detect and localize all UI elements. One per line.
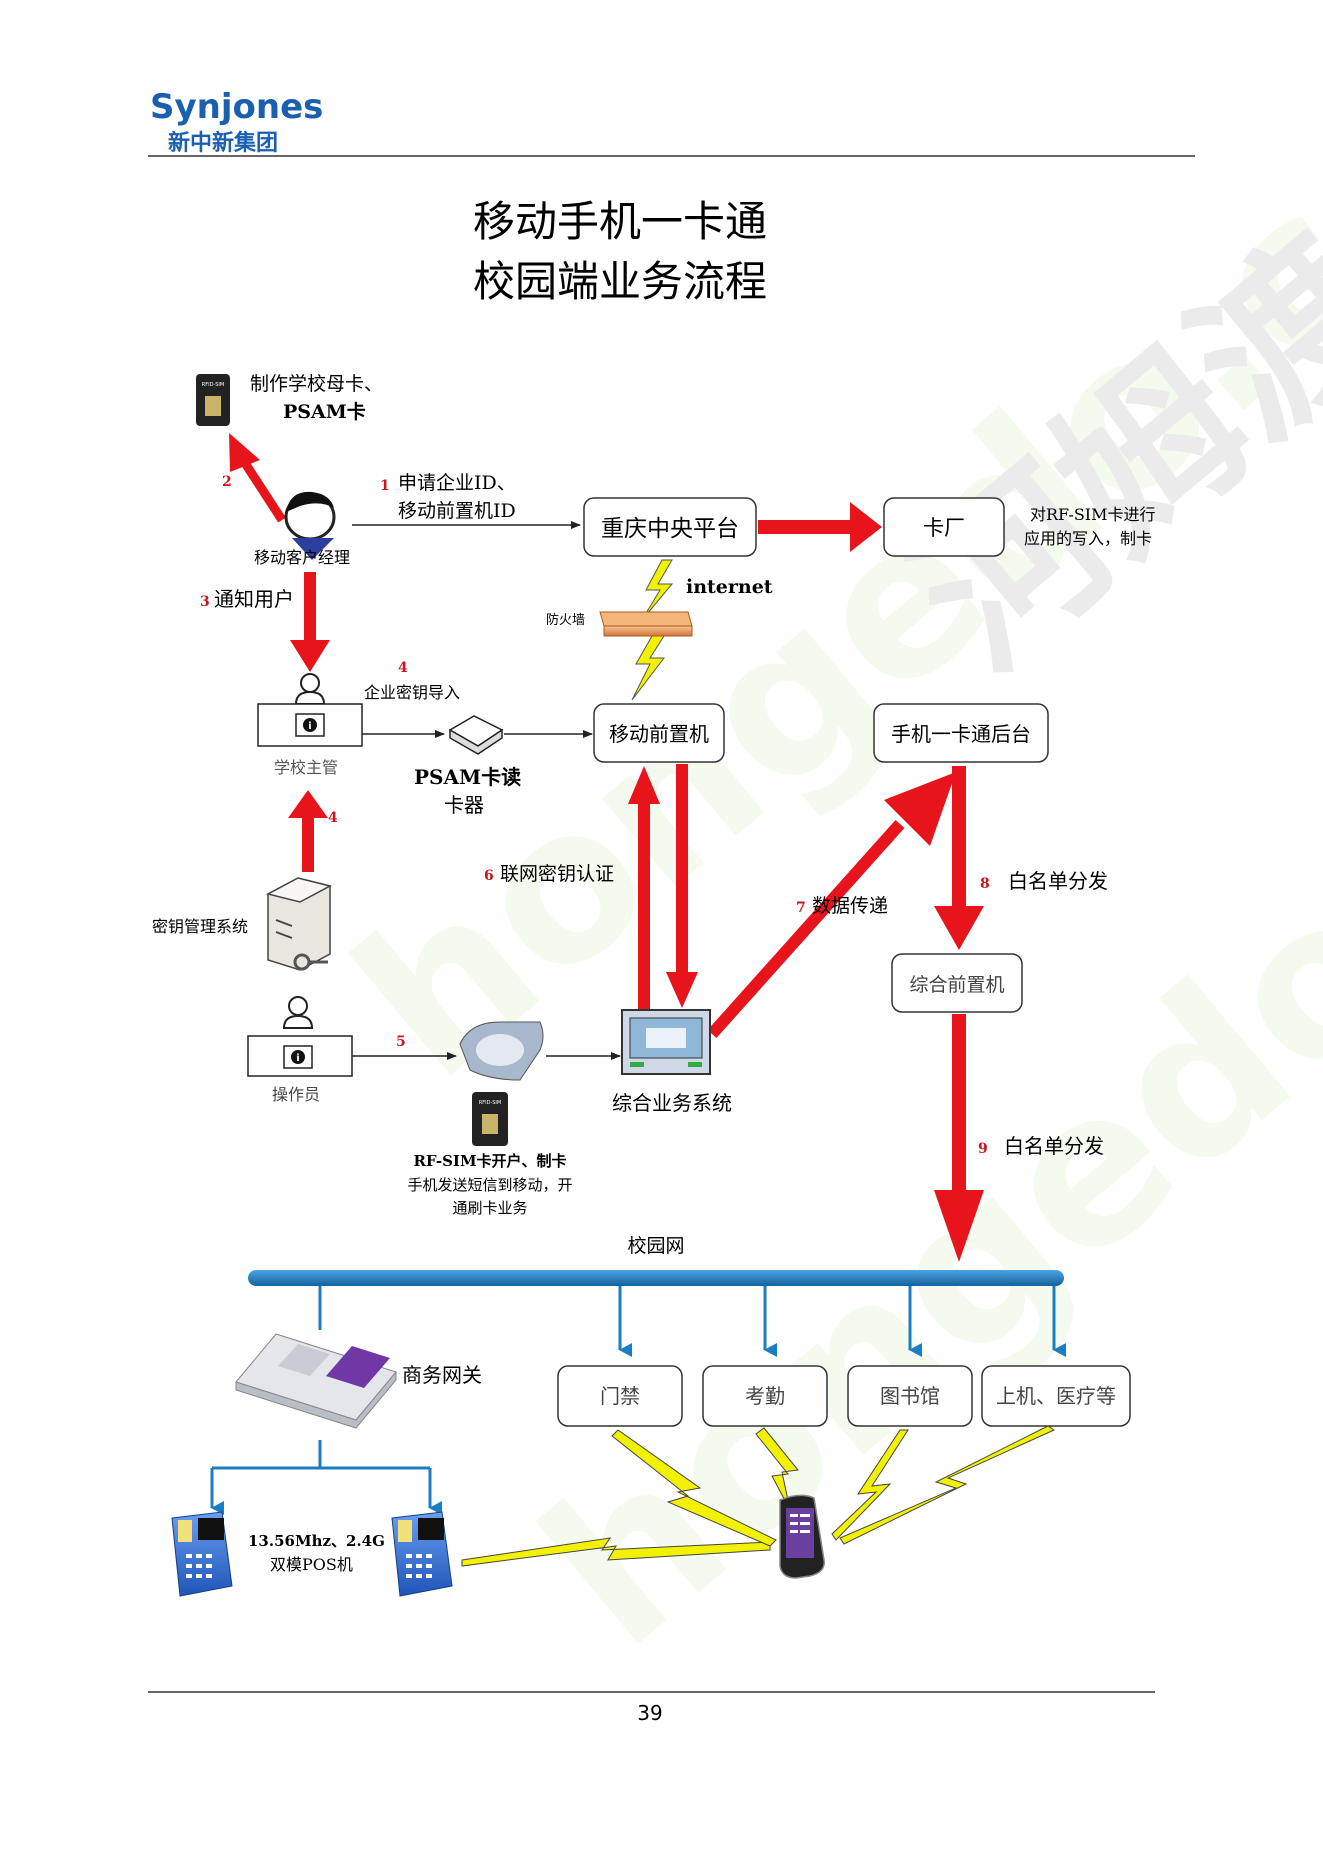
card-factory-note-1: 对RF-SIM卡进行	[1030, 505, 1156, 524]
pos-label-1: 13.56Mhz、2.4G	[248, 1532, 385, 1550]
svg-text:卡厂: 卡厂	[923, 516, 965, 540]
title-line1: 移动手机一卡通	[473, 197, 767, 246]
rfsim-label-3: 通刷卡业务	[452, 1199, 527, 1217]
step1-num: 1	[380, 478, 390, 494]
mobile-front-box: 移动前置机	[593, 703, 725, 763]
computer-medical-box: 上机、医疗等	[981, 1365, 1131, 1427]
arrow-to-card-factory	[758, 502, 882, 552]
step6-num: 6	[484, 868, 494, 884]
step4b-num: 4	[328, 810, 338, 826]
card-reader-icon	[459, 1021, 544, 1081]
step4a-label: 企业密钥导入	[364, 683, 460, 702]
step4a-num: 4	[398, 660, 408, 676]
firewall-label: 防火墙	[546, 612, 585, 628]
psam-reader-label-2: 卡器	[444, 793, 484, 817]
step2-num: 2	[222, 474, 232, 490]
pos-machine-right-icon	[391, 1511, 453, 1597]
gateway-icon	[235, 1333, 397, 1429]
psam-reader-icon	[448, 715, 504, 755]
pos-label-2: 双模POS机	[270, 1555, 353, 1574]
page-number: 39	[637, 1701, 662, 1725]
library-box: 图书馆	[847, 1365, 973, 1427]
svg-text:i: i	[308, 721, 311, 732]
svg-text:综合前置机: 综合前置机	[909, 974, 1004, 996]
wireless-bolts	[461, 1425, 1056, 1567]
svg-text:手机一卡通后台: 手机一卡通后台	[891, 722, 1031, 746]
bus-drops	[318, 1286, 1066, 1357]
make-card-label-1: 制作学校母卡、	[250, 373, 383, 395]
svg-text:RFID-SIM: RFID-SIM	[479, 1100, 501, 1106]
step3-label: 通知用户	[214, 587, 294, 611]
title-line2: 校园端业务流程	[473, 257, 767, 306]
arrow-step8	[934, 766, 984, 950]
pos-machine-left-icon	[171, 1511, 233, 1597]
operator-label: 操作员	[272, 1085, 320, 1104]
step1-label-2: 移动前置机ID	[398, 500, 516, 522]
arrow-step4b	[288, 790, 328, 872]
key-server-icon	[265, 877, 333, 971]
step3-num: 3	[200, 594, 210, 610]
logo-cn: 新中新集团	[168, 130, 278, 156]
gateway-drops	[210, 1440, 442, 1515]
attendance-box: 考勤	[702, 1365, 828, 1427]
step7-num: 7	[796, 900, 806, 916]
mobile-phone-icon	[779, 1494, 825, 1579]
card-factory-box: 卡厂	[883, 497, 1005, 557]
psam-reader-label-1: PSAM卡读	[414, 765, 521, 789]
svg-text:考勤: 考勤	[745, 1384, 785, 1408]
integrated-system-label: 综合业务系统	[612, 1091, 732, 1115]
step1-label-1: 申请企业ID、	[398, 472, 516, 494]
school-manager-label: 学校主管	[274, 758, 338, 777]
key-system-label: 密钥管理系统	[152, 917, 248, 936]
step8-num: 8	[980, 876, 990, 892]
lightning-internet	[631, 559, 674, 701]
watermark: hongedo.com hongedo.com 河姆渡	[312, 0, 1323, 1693]
campus-net-label: 校园网	[627, 1235, 684, 1257]
sim-card-icon: RFID-SIM	[196, 374, 230, 426]
step9-num: 9	[978, 1141, 988, 1157]
operator-icon: i	[247, 996, 353, 1077]
logo-text: Synjones	[150, 87, 323, 127]
rfsim-label-1: RF-SIM卡开户、制卡	[413, 1152, 566, 1170]
svg-text:图书馆: 图书馆	[880, 1384, 940, 1408]
svg-text:重庆中央平台: 重庆中央平台	[601, 516, 739, 542]
gateway-label: 商务网关	[402, 1363, 482, 1387]
school-manager-icon: i	[257, 673, 363, 747]
svg-text:门禁: 门禁	[600, 1384, 640, 1408]
svg-text:移动前置机: 移动前置机	[609, 722, 709, 746]
svg-text:i: i	[296, 1053, 299, 1064]
step6-label: 联网密钥认证	[500, 863, 614, 885]
integrated-system-icon	[621, 1009, 711, 1075]
firewall-icon	[599, 611, 693, 637]
front-machine-box: 综合前置机	[891, 953, 1023, 1013]
arrow-step9	[934, 1014, 984, 1262]
step5-num: 5	[396, 1034, 406, 1050]
arrow-step2	[229, 433, 286, 523]
access-box: 门禁	[557, 1365, 683, 1427]
make-card-label-2: PSAM卡	[283, 400, 366, 423]
account-manager-icon	[284, 491, 336, 560]
rfsim-label-2: 手机发送短信到移动，开	[407, 1176, 572, 1194]
step9-label: 白名单分发	[1004, 1134, 1104, 1158]
chongqing-platform-box: 重庆中央平台	[583, 497, 757, 557]
logo: Synjones 新中新集团	[150, 87, 323, 156]
arrow-step7	[707, 772, 956, 1039]
campus-network-bus	[248, 1270, 1064, 1286]
step8-label: 白名单分发	[1008, 869, 1108, 893]
backend-box: 手机一卡通后台	[873, 703, 1049, 763]
arrow-step3	[290, 572, 330, 672]
internet-label: internet	[686, 576, 773, 598]
rfsim-card-icon: RFID-SIM	[472, 1092, 508, 1146]
card-factory-note-2: 应用的写入，制卡	[1024, 529, 1152, 548]
arrow-step6-down	[666, 764, 698, 1008]
arrow-step6-up	[628, 766, 660, 1010]
svg-text:上机、医疗等: 上机、医疗等	[996, 1384, 1116, 1408]
account-manager-label: 移动客户经理	[254, 548, 350, 567]
svg-text:RFID-SIM: RFID-SIM	[202, 382, 224, 388]
step7-label: 数据传递	[812, 895, 888, 917]
